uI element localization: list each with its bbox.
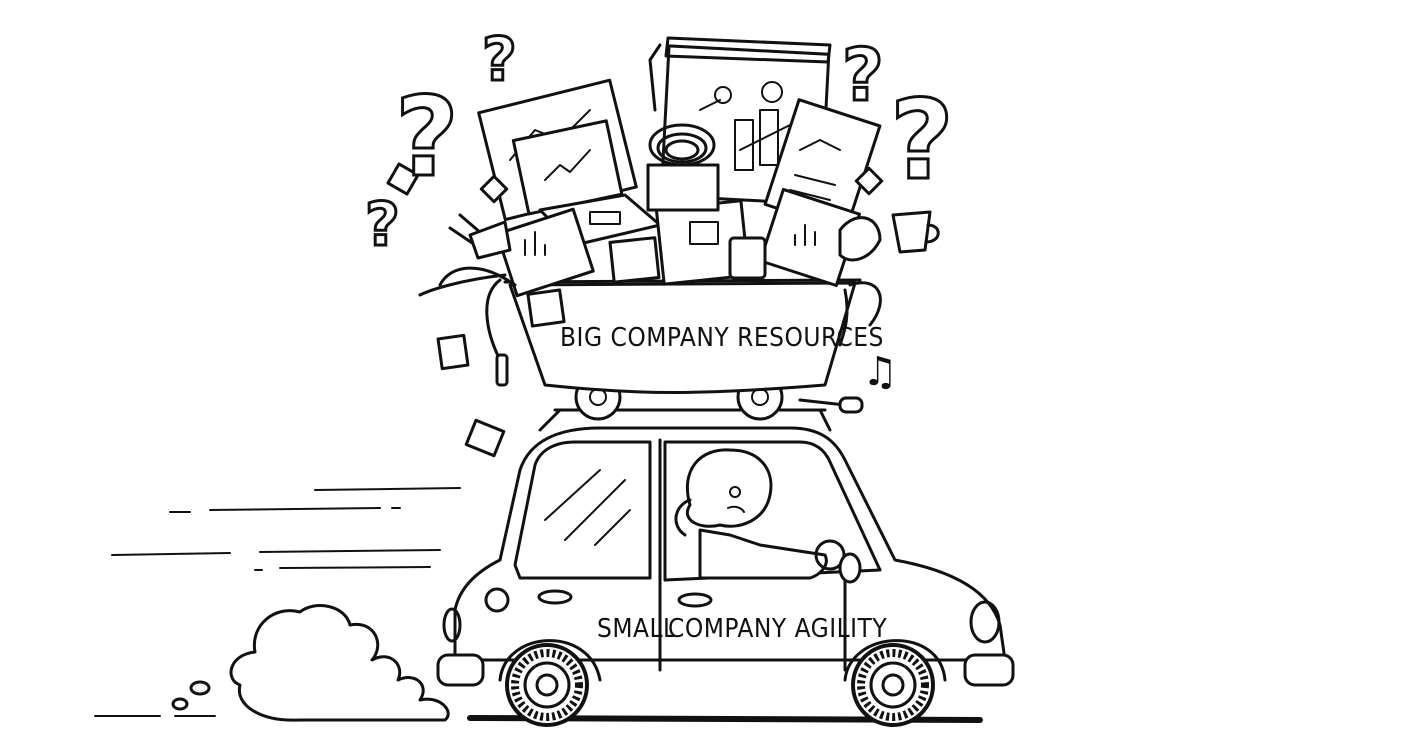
resource-cart: BIG COMPANY RESOURCES — [503, 278, 884, 421]
question-mark-icon: ? — [842, 33, 884, 117]
car-label-small: SMALL — [597, 614, 677, 644]
car-label-company-agility: COMPANY AGILITY — [668, 614, 887, 644]
floating-square-icon — [479, 174, 509, 204]
question-mark-icon: ? — [395, 73, 459, 201]
music-note-icon: ♫ — [862, 349, 898, 395]
cart-label: BIG COMPANY RESOURCES — [560, 323, 884, 353]
car: SMALL COMPANY AGILITY — [436, 408, 1015, 727]
floating-square-icon — [386, 162, 420, 196]
floating-paper-icon — [464, 418, 506, 458]
question-mark-icon: ? — [365, 190, 400, 260]
floating-square-icon — [854, 166, 884, 196]
rear-wheel-icon — [505, 643, 589, 727]
exhaust-cloud-icon — [171, 604, 450, 722]
floating-paper-icon — [436, 333, 470, 371]
office-items-pile — [418, 36, 940, 387]
question-mark-icon: ? — [482, 25, 517, 95]
speed-lines — [94, 487, 461, 717]
coffee-mug-icon — [891, 210, 940, 254]
question-mark-icon: ? — [890, 76, 954, 204]
front-wheel-icon — [851, 643, 935, 727]
driver-figure — [674, 448, 862, 584]
